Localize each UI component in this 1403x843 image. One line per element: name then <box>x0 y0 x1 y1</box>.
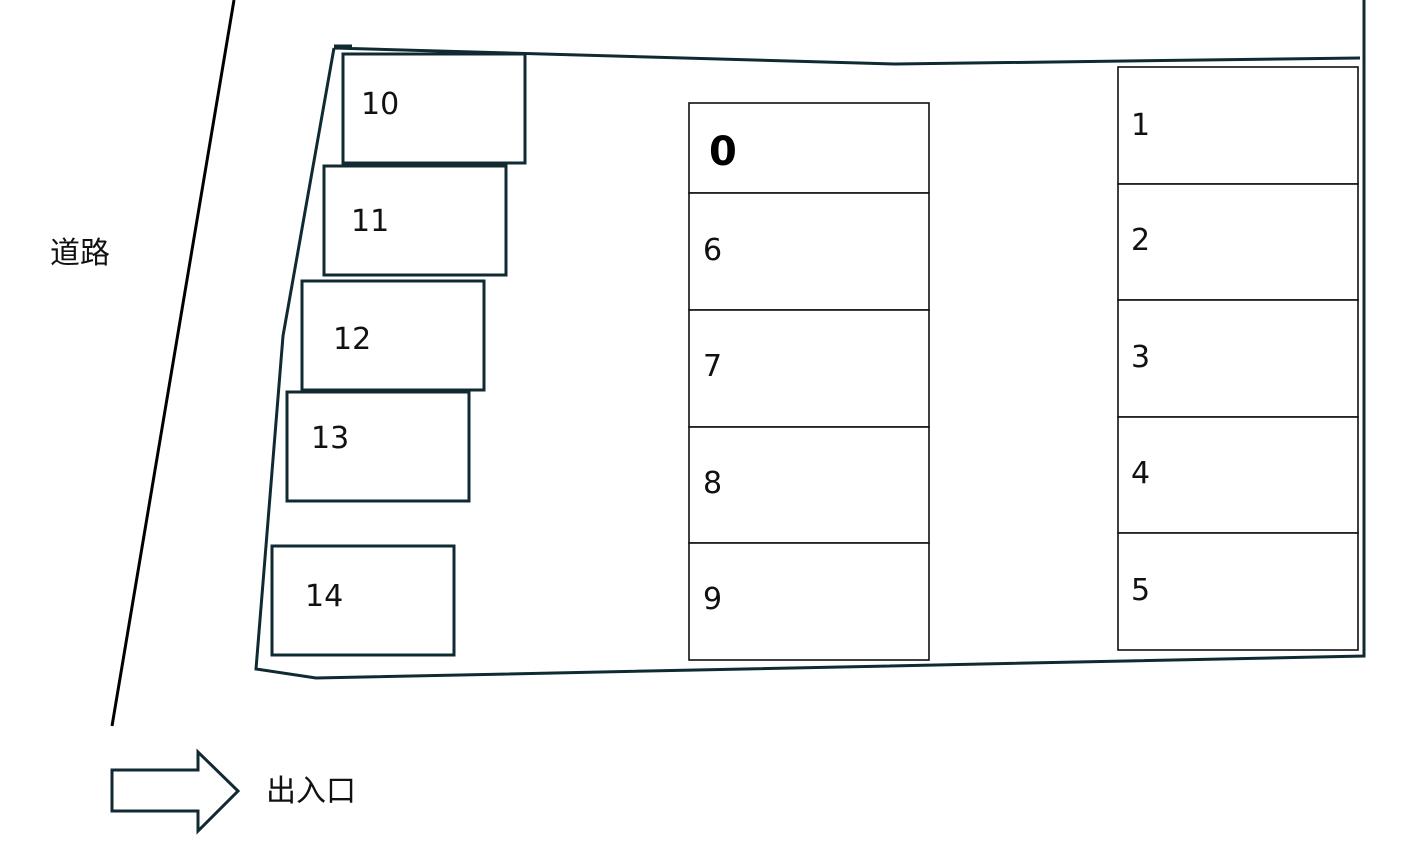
space-label-bold: 0 <box>709 129 737 175</box>
road-label: 道路 <box>50 236 110 271</box>
space-label: 7 <box>703 349 722 384</box>
space-label: 2 <box>1131 223 1150 258</box>
parking-space-8[interactable] <box>688 426 930 544</box>
space-label: 1 <box>1131 108 1150 143</box>
parking-space-2[interactable] <box>1117 183 1359 301</box>
space-label: 13 <box>311 421 349 456</box>
space-label: 10 <box>361 87 399 122</box>
parking-space-4[interactable] <box>1117 416 1359 534</box>
parking-space-5[interactable] <box>1117 532 1359 651</box>
parking-space-6[interactable] <box>688 192 930 311</box>
center-space-group: 0 6 7 8 9 <box>688 102 930 661</box>
entrance-label: 出入口 <box>266 774 356 809</box>
space-label: 5 <box>1131 573 1150 608</box>
parking-space-10[interactable] <box>341 52 527 165</box>
space-label: 8 <box>703 466 722 501</box>
space-label: 14 <box>305 579 343 614</box>
space-label: 6 <box>703 233 722 268</box>
parking-space-11[interactable] <box>322 164 508 277</box>
arrow-right-icon <box>110 748 241 835</box>
space-label: 3 <box>1131 340 1150 375</box>
parking-space-7[interactable] <box>688 309 930 428</box>
parking-space-3[interactable] <box>1117 299 1359 418</box>
space-label: 9 <box>703 582 722 617</box>
space-label: 11 <box>351 204 389 239</box>
road-edge-line <box>110 0 236 727</box>
left-space-group: 10 11 12 13 14 <box>270 52 527 657</box>
space-label: 12 <box>333 322 371 357</box>
parking-space-9[interactable] <box>688 542 930 661</box>
parking-space-13[interactable] <box>285 390 471 503</box>
parking-space-14[interactable] <box>270 544 456 657</box>
space-label: 4 <box>1131 456 1150 491</box>
parking-space-12[interactable] <box>300 279 486 392</box>
parking-space-1[interactable] <box>1117 66 1359 185</box>
right-space-group: 1 2 3 4 5 <box>1117 66 1359 651</box>
